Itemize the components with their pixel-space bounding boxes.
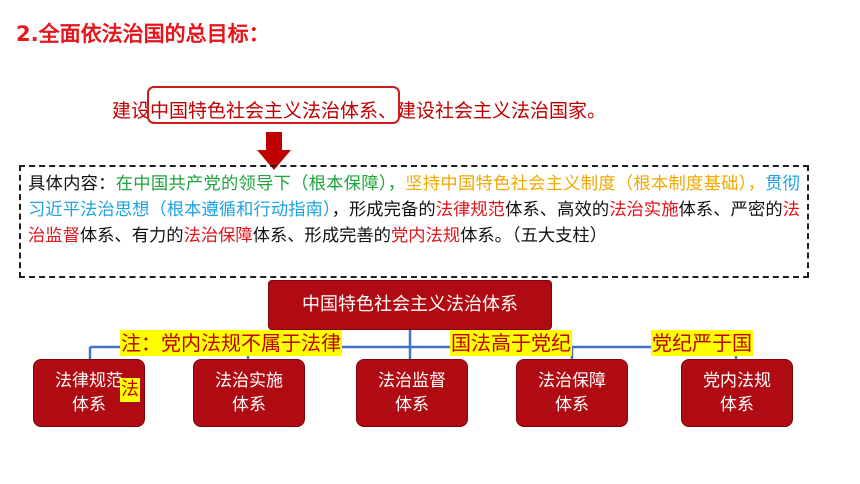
content-text: ，形成完备的 bbox=[331, 200, 436, 220]
child-node-line2: 体系 bbox=[232, 395, 266, 415]
child-node-legal-norms: 法律规范 体系 bbox=[33, 359, 145, 427]
note-party-rules-not-law-tail: 法 bbox=[120, 378, 140, 402]
content-description-box: 具体内容：在中国共产党的领导下（根本保障），坚持中国特色社会主义制度（根本制度基… bbox=[19, 165, 809, 278]
note-party-rules-not-law: 注：党内法规不属于法律 bbox=[120, 330, 342, 356]
content-text: 体系、高效的 bbox=[505, 200, 610, 220]
child-node-implementation: 法治实施 体系 bbox=[193, 359, 305, 427]
goal-suffix: 、建设社会主义法治国家。 bbox=[378, 100, 607, 122]
root-node-rule-of-law-system: 中国特色社会主义法治体系 bbox=[268, 280, 552, 330]
child-node-supervision: 法治监督 体系 bbox=[356, 359, 468, 427]
content-key-term: 法治监督 bbox=[28, 200, 800, 246]
content-socialist-system: 坚持中国特色社会主义制度（根本制度基础） bbox=[405, 174, 748, 194]
content-text: 体系。（五大支柱） bbox=[460, 226, 607, 246]
child-node-line2: 体系 bbox=[72, 395, 106, 415]
goal-statement: 建设中国特色社会主义法治体系、建设社会主义法治国家。 bbox=[112, 96, 606, 123]
content-xi-thought: 贯彻习近平法治思想（根本遵循和行动指南） bbox=[28, 174, 800, 220]
child-node-line1: 法治实施 bbox=[215, 371, 283, 391]
content-text: 体系、有力的 bbox=[79, 226, 184, 246]
content-separator: ， bbox=[747, 174, 766, 194]
content-key-term: 法治实施 bbox=[609, 200, 679, 220]
page-title: 2.全面依法治国的总目标： bbox=[16, 22, 270, 46]
content-key-term: 党内法规 bbox=[390, 226, 461, 246]
child-node-line1: 法治监督 bbox=[378, 371, 446, 391]
content-text: 体系、严密的 bbox=[678, 200, 783, 220]
goal-highlight-frame bbox=[147, 86, 400, 124]
child-node-party-regulations: 党内法规 体系 bbox=[681, 359, 793, 427]
child-node-line2: 体系 bbox=[395, 395, 429, 415]
child-node-line2: 体系 bbox=[555, 395, 589, 415]
down-arrow-icon bbox=[257, 132, 291, 170]
goal-highlighted-term: 中国特色社会主义法治体系 bbox=[150, 100, 379, 122]
goal-prefix: 建设 bbox=[112, 100, 151, 122]
content-lead: 具体内容： bbox=[28, 174, 116, 194]
content-key-term: 法治保障 bbox=[183, 226, 253, 246]
content-party-leadership: 在中国共产党的领导下（根本保障） bbox=[115, 174, 388, 194]
child-node-guarantee: 法治保障 体系 bbox=[516, 359, 628, 427]
child-node-line1: 党内法规 bbox=[703, 371, 771, 391]
note-state-law-above-party-discipline: 国法高于党纪 bbox=[450, 330, 572, 356]
content-separator: ， bbox=[387, 174, 406, 194]
content-text: 体系、形成完善的 bbox=[252, 226, 391, 246]
child-node-line1: 法律规范 bbox=[55, 371, 123, 391]
child-node-line2: 体系 bbox=[720, 395, 754, 415]
child-node-line1: 法治保障 bbox=[538, 371, 606, 391]
content-key-term: 法律规范 bbox=[435, 200, 506, 220]
note-party-discipline-stricter: 党纪严于国 bbox=[651, 330, 753, 356]
